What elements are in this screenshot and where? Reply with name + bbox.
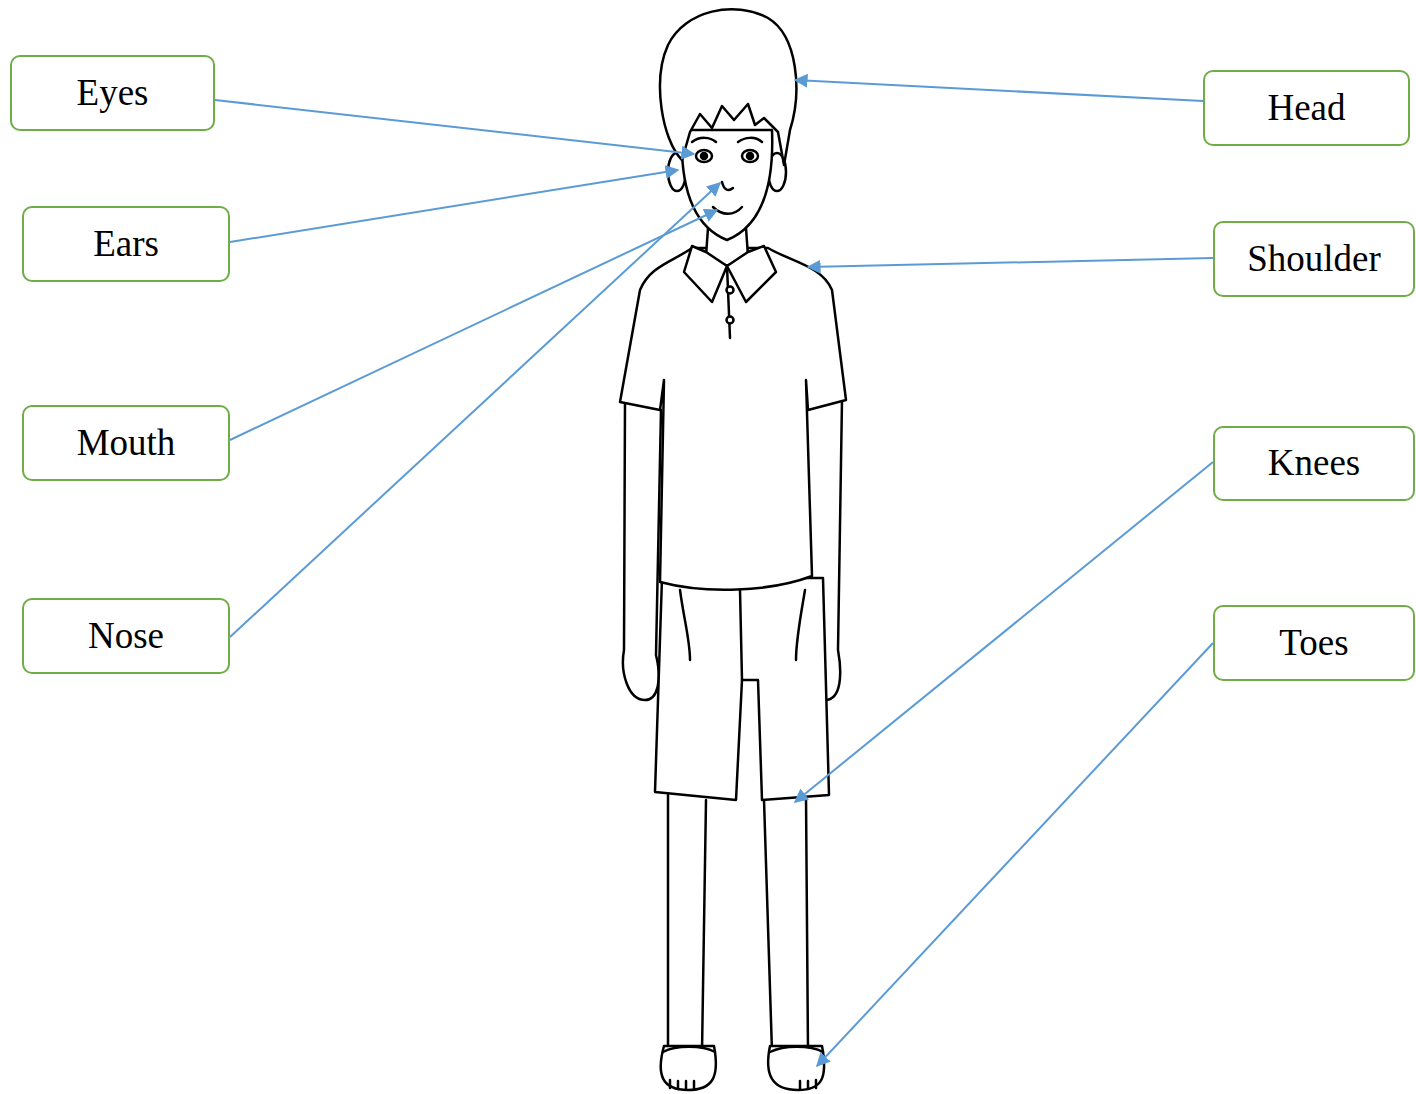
- pupil: [747, 153, 753, 159]
- pupil: [701, 153, 707, 159]
- label-box: Eyes: [10, 55, 215, 131]
- part-name: Eyes: [77, 73, 149, 114]
- right-sandal-strap: [770, 1047, 823, 1089]
- left-sandal-strap: [663, 1047, 715, 1089]
- shirt-button: [727, 317, 734, 324]
- left-leg: [668, 795, 706, 1052]
- collar-right: [727, 246, 776, 302]
- right-leg: [764, 797, 808, 1052]
- left-arm: [623, 400, 661, 700]
- leader-line: [795, 80, 1203, 101]
- leader-line: [795, 462, 1213, 802]
- part-name: Mouth: [77, 423, 176, 464]
- leader-line: [808, 258, 1213, 267]
- eyebrow: [738, 138, 762, 142]
- label-box: Shoulder: [1213, 221, 1415, 297]
- shirt: [620, 248, 846, 590]
- shirt-button: [727, 287, 734, 294]
- eyebrow: [692, 138, 716, 142]
- part-name: Toes: [1279, 623, 1348, 664]
- collar-left: [684, 246, 727, 302]
- leader-line: [230, 210, 717, 440]
- leader-line: [817, 643, 1213, 1066]
- label-box: Ears: [22, 206, 230, 282]
- shorts: [655, 578, 829, 800]
- eye: [742, 150, 758, 162]
- mouth: [713, 207, 742, 214]
- part-name: Head: [1267, 88, 1345, 129]
- part-name: Knees: [1268, 443, 1360, 484]
- right-sandal: [768, 1046, 824, 1090]
- part-name: Ears: [93, 224, 159, 265]
- label-box: Head: [1203, 70, 1410, 146]
- part-name: Shoulder: [1247, 239, 1381, 280]
- leader-line: [230, 183, 720, 637]
- leader-line: [215, 100, 694, 154]
- label-box: Knees: [1213, 426, 1415, 501]
- shorts-details: [680, 590, 805, 680]
- nose: [722, 182, 733, 190]
- left-sandal: [661, 1046, 716, 1090]
- hair: [660, 9, 796, 165]
- label-box: Mouth: [22, 405, 230, 481]
- label-box: Toes: [1213, 605, 1415, 681]
- shirt-placket: [727, 266, 730, 338]
- part-name: Nose: [88, 616, 164, 657]
- eye: [696, 150, 712, 162]
- label-box: Nose: [22, 598, 230, 674]
- face: [682, 130, 772, 240]
- leader-line: [230, 170, 678, 242]
